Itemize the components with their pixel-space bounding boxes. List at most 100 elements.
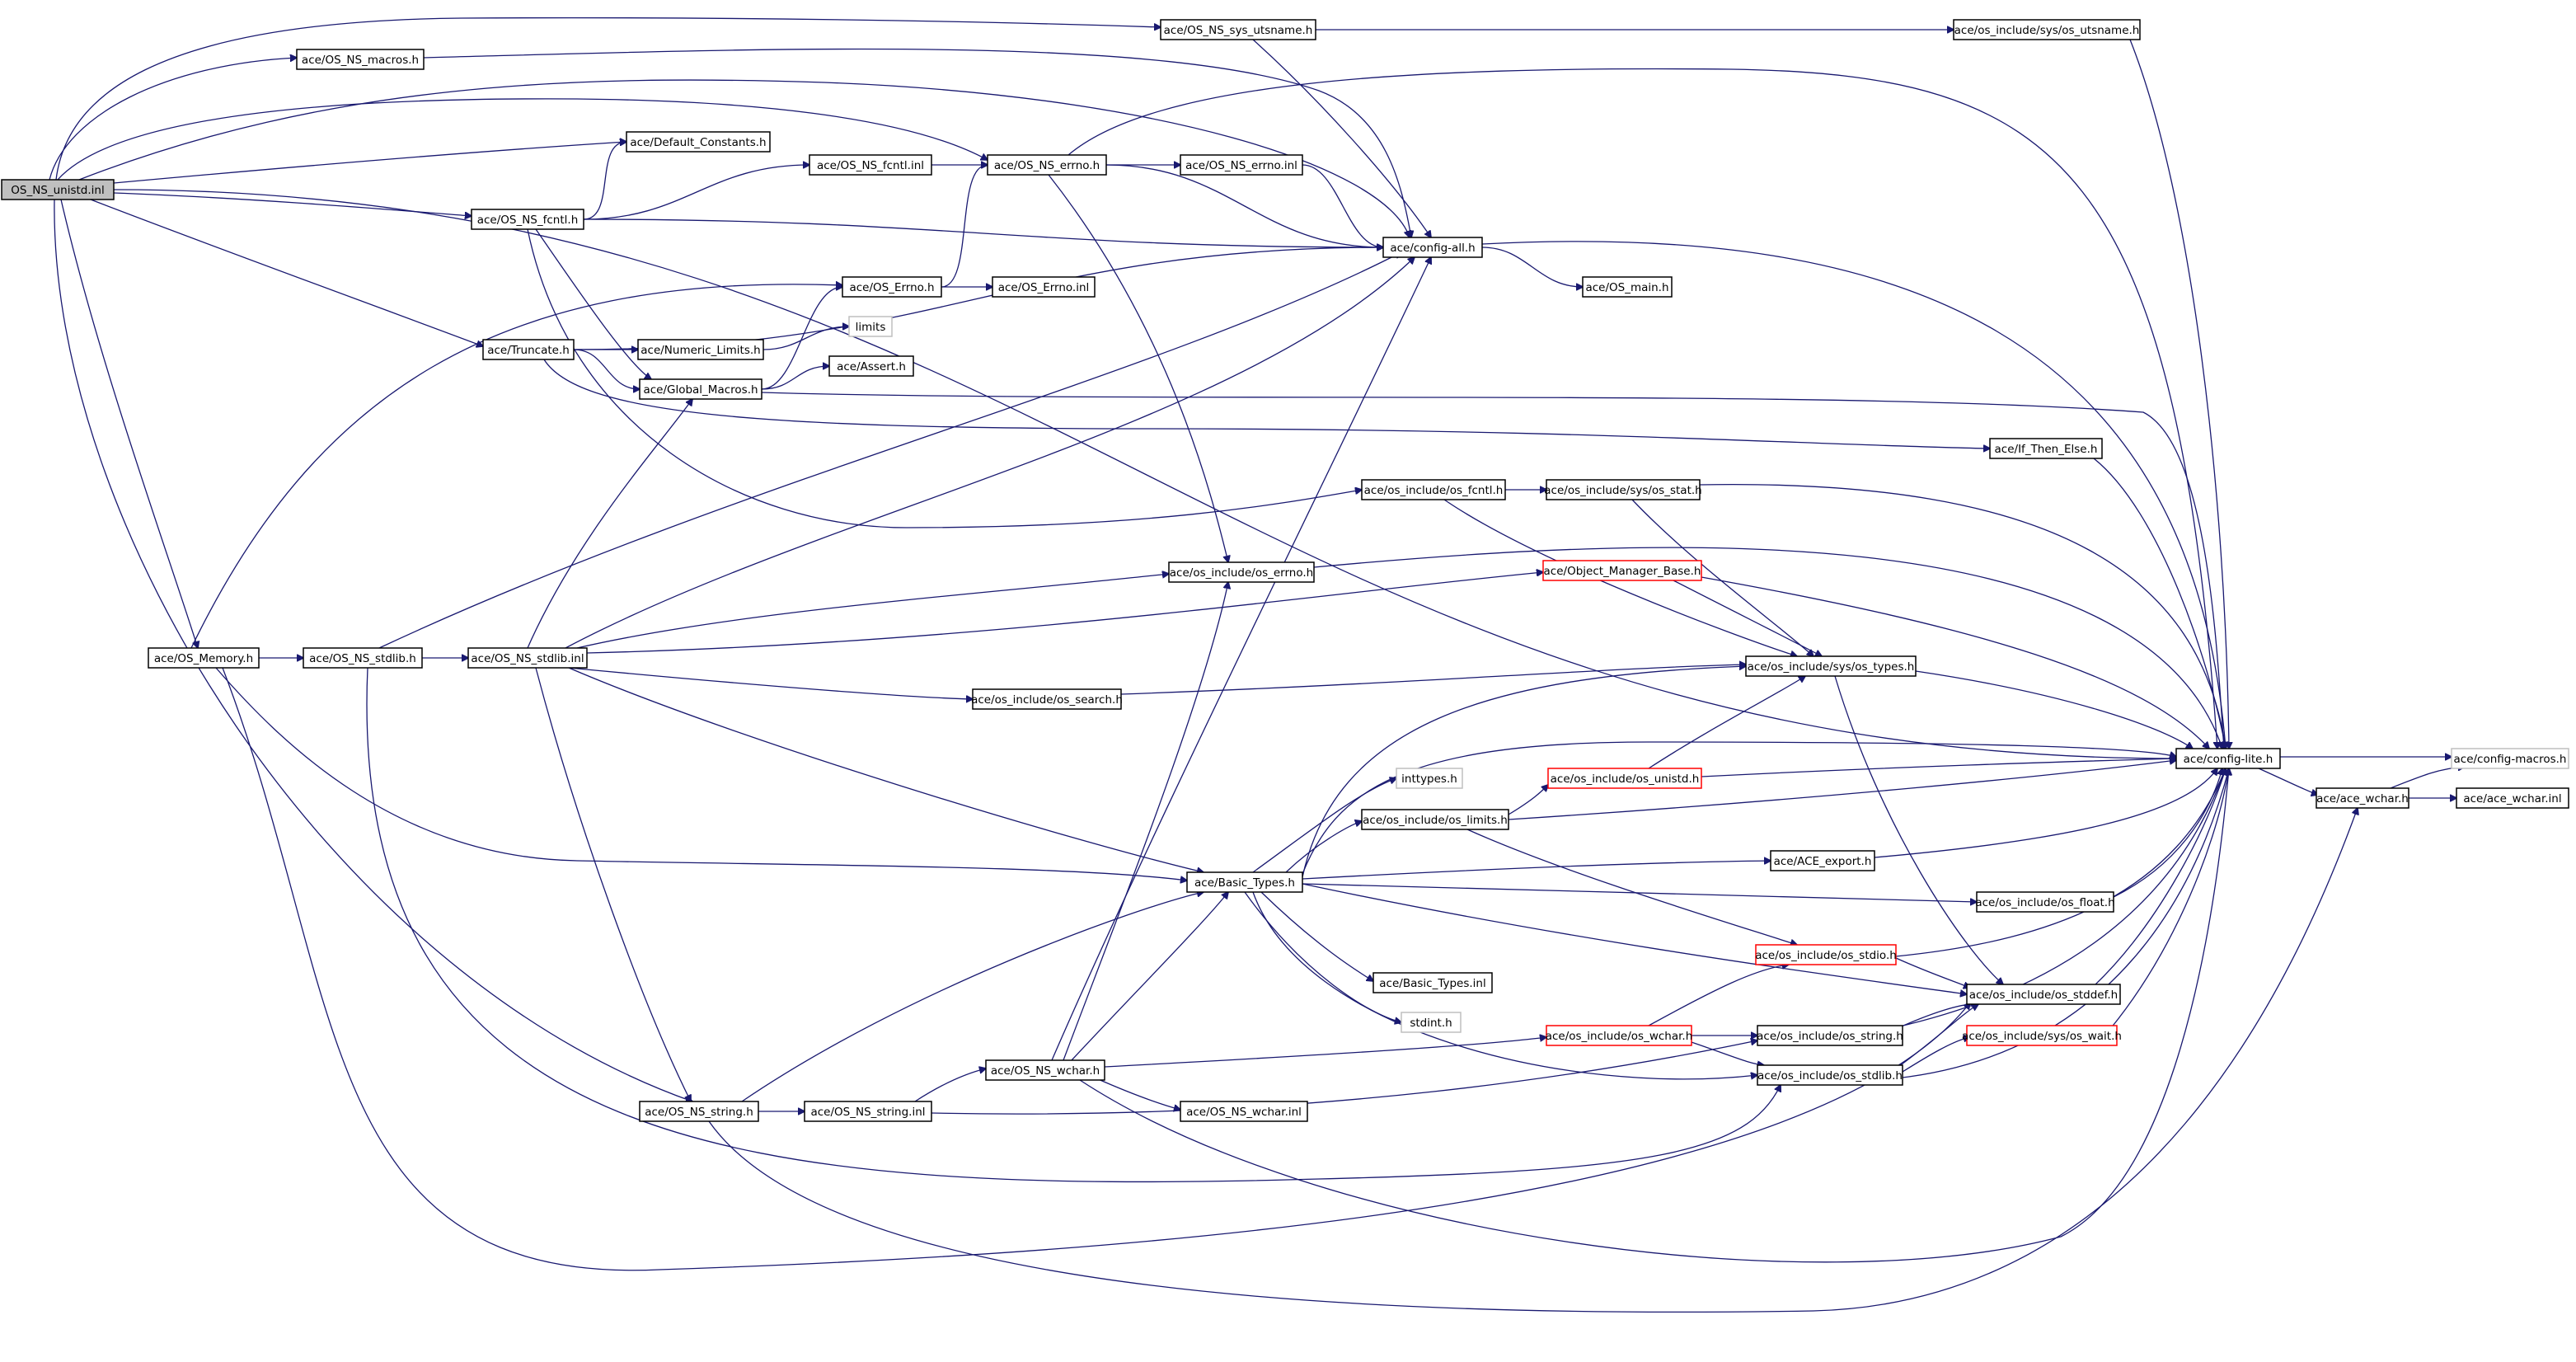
- node-config-macros[interactable]: ace/config-macros.h: [2451, 748, 2569, 769]
- node-macros[interactable]: ace/OS_NS_macros.h: [296, 49, 425, 70]
- node-os-wchar[interactable]: ace/os_include/os_wchar.h: [1546, 1025, 1693, 1046]
- node-os-unistd[interactable]: ace/os_include/os_unistd.h: [1547, 768, 1702, 789]
- node-box: [639, 378, 762, 400]
- edge-basic_types-to-ace_export: [1302, 861, 1771, 880]
- node-label: ace/os_include/os_stddef.h: [1969, 989, 2118, 1002]
- edge-errno_h-to-os_errno: [1048, 174, 1228, 562]
- edge-os_unistd-to-os_types: [1648, 676, 1805, 769]
- node-ifthen[interactable]: ace/If_Then_Else.h: [1989, 438, 2103, 459]
- node-box: [985, 1059, 1105, 1081]
- edge-basic_types-to-stdint: [1244, 891, 1401, 1022]
- node-label: ace/os_include/os_limits.h: [1363, 814, 1508, 827]
- node-stdint[interactable]: stdint.h: [1401, 1012, 1462, 1033]
- edge-stdlib_inl-to-globalmacros: [527, 399, 692, 649]
- node-stdlib-h[interactable]: ace/OS_NS_stdlib.h: [303, 647, 423, 669]
- node-memory[interactable]: ace/OS_Memory.h: [148, 647, 260, 669]
- node-string-h[interactable]: ace/OS_NS_string.h: [639, 1101, 759, 1122]
- node-numlimits[interactable]: ace/Numeric_Limits.h: [637, 339, 764, 360]
- node-ace-export[interactable]: ace/ACE_export.h: [1770, 850, 1875, 871]
- node-os-main[interactable]: ace/OS_main.h: [1582, 276, 1673, 298]
- node-box: [1361, 479, 1506, 500]
- edge-os_wchar-to-os_stdlib: [1681, 1038, 1764, 1065]
- node-os-errno[interactable]: ace/os_include/os_errno.h: [1168, 561, 1315, 583]
- edge-stdlib_inl-to-string_h: [535, 667, 691, 1101]
- edge-fcntl_h-to-defconst: [583, 142, 626, 220]
- edge-truncate-to-config_all: [573, 247, 1383, 350]
- node-assert[interactable]: ace/Assert.h: [828, 355, 914, 377]
- edge-stdlib_h-to-os_stdlib: [366, 667, 1781, 1183]
- node-wchar-inl[interactable]: ace/OS_NS_wchar.inl: [1180, 1101, 1308, 1122]
- edge-os_stat-to-os_types: [1631, 499, 1814, 656]
- node-ace-wchar-inl[interactable]: ace/ace_wchar.inl: [2456, 787, 2569, 809]
- edge-errno_inl-to-config_all: [1302, 164, 1383, 247]
- edge-os_stdio-to-os_stddef: [1895, 957, 1970, 988]
- node-limits[interactable]: limits: [848, 316, 893, 337]
- node-box: [1372, 972, 1493, 993]
- node-label: ace/os_include/os_stdio.h: [1755, 949, 1897, 962]
- edge-os_stdlib-to-os_wait: [1902, 1037, 1970, 1073]
- node-globalmacros[interactable]: ace/Global_Macros.h: [639, 378, 762, 400]
- edge-ace_wchar_h-to-config_macros: [2390, 767, 2465, 789]
- node-config-all[interactable]: ace/config-all.h: [1382, 237, 1483, 258]
- node-os-float[interactable]: ace/os_include/os_float.h: [1975, 891, 2115, 913]
- edge-os_limits-to-os_stdio: [1466, 829, 1797, 945]
- edge-root-to-utsname: [55, 16, 1161, 181]
- node-config-lite[interactable]: ace/config-lite.h: [2175, 748, 2281, 769]
- node-os-types[interactable]: ace/os_include/sys/os_types.h: [1745, 655, 1917, 677]
- node-label: ace/Assert.h: [837, 360, 906, 373]
- node-os-utsname[interactable]: ace/os_include/sys/os_utsname.h: [1953, 19, 2141, 40]
- edge-string_inl-to-os_string: [931, 1040, 1757, 1115]
- edge-numlimits-to-limits: [762, 326, 849, 350]
- node-fcntl-inl[interactable]: ace/OS_NS_fcntl.inl: [809, 154, 932, 176]
- node-oserrno-h[interactable]: ace/OS_Errno.h: [842, 276, 942, 298]
- edge-objmgr-to-config_lite: [1701, 576, 2209, 749]
- node-errno-inl[interactable]: ace/OS_NS_errno.inl: [1180, 154, 1303, 176]
- node-label: OS_NS_unistd.inl: [11, 184, 104, 197]
- node-basic-types-inl[interactable]: ace/Basic_Types.inl: [1372, 972, 1493, 993]
- node-box: [987, 154, 1107, 176]
- node-fcntl-h[interactable]: ace/OS_NS_fcntl.h: [471, 209, 584, 230]
- node-label: ace/OS_NS_errno.h: [994, 159, 1100, 172]
- edge-fcntl_h-to-fcntl_inl: [583, 165, 809, 220]
- node-os-stdlib[interactable]: ace/os_include/os_stdlib.h: [1757, 1064, 1903, 1086]
- node-box: [1401, 1012, 1462, 1033]
- edge-root-to-macros: [49, 58, 297, 181]
- node-root[interactable]: OS_NS_unistd.inl: [1, 179, 115, 200]
- node-wchar-h[interactable]: ace/OS_NS_wchar.h: [985, 1059, 1105, 1081]
- node-os-stdio[interactable]: ace/os_include/os_stdio.h: [1755, 944, 1897, 965]
- node-os-fcntl[interactable]: ace/os_include/os_fcntl.h: [1361, 479, 1506, 500]
- node-box: [1582, 276, 1673, 298]
- node-label: ace/config-lite.h: [2184, 753, 2273, 766]
- node-defconst[interactable]: ace/Default_Constants.h: [626, 131, 771, 153]
- node-os-stddef[interactable]: ace/os_include/os_stddef.h: [1966, 984, 2121, 1005]
- node-box: [1966, 1025, 2118, 1046]
- node-utsname[interactable]: ace/OS_NS_sys_utsname.h: [1160, 19, 1316, 40]
- edge-os_utsname-to-config_lite: [2129, 39, 2229, 749]
- node-box: [972, 688, 1122, 710]
- node-label: ace/Numeric_Limits.h: [640, 344, 760, 357]
- node-box: [626, 131, 771, 153]
- node-truncate[interactable]: ace/Truncate.h: [482, 339, 575, 360]
- node-objmgr[interactable]: ace/Object_Manager_Base.h: [1542, 560, 1702, 581]
- node-os-stat[interactable]: ace/os_include/sys/os_stat.h: [1544, 479, 1702, 500]
- node-basic-types[interactable]: ace/Basic_Types.h: [1186, 871, 1303, 893]
- edge-os_wait-to-config_lite: [2109, 768, 2229, 1030]
- node-os-search[interactable]: ace/os_include/os_search.h: [971, 688, 1123, 710]
- node-errno-h[interactable]: ace/OS_NS_errno.h: [987, 154, 1107, 176]
- node-oserrno-inl[interactable]: ace/OS_Errno.inl: [992, 276, 1096, 298]
- edge-os_string-to-config_lite: [1895, 768, 2226, 1028]
- node-stdlib-inl[interactable]: ace/OS_NS_stdlib.inl: [467, 647, 588, 669]
- edge-basic_types-to-os_stdlib: [1252, 891, 1757, 1080]
- node-os-wait[interactable]: ace/os_include/sys/os_wait.h: [1962, 1025, 2122, 1046]
- node-os-string[interactable]: ace/os_include/os_string.h: [1757, 1025, 1903, 1046]
- node-inttypes[interactable]: inttypes.h: [1396, 768, 1463, 789]
- node-ace-wchar-h[interactable]: ace/ace_wchar.h: [2316, 787, 2409, 809]
- edge-wchar_h-to-basic_types: [1071, 892, 1228, 1061]
- node-box: [1757, 1064, 1903, 1086]
- node-string-inl[interactable]: ace/OS_NS_string.inl: [804, 1101, 932, 1122]
- node-box: [1976, 891, 2114, 913]
- edge-fcntl_h-to-config_all: [583, 218, 1383, 247]
- node-os-limits[interactable]: ace/os_include/os_limits.h: [1361, 809, 1509, 830]
- node-box: [842, 276, 942, 298]
